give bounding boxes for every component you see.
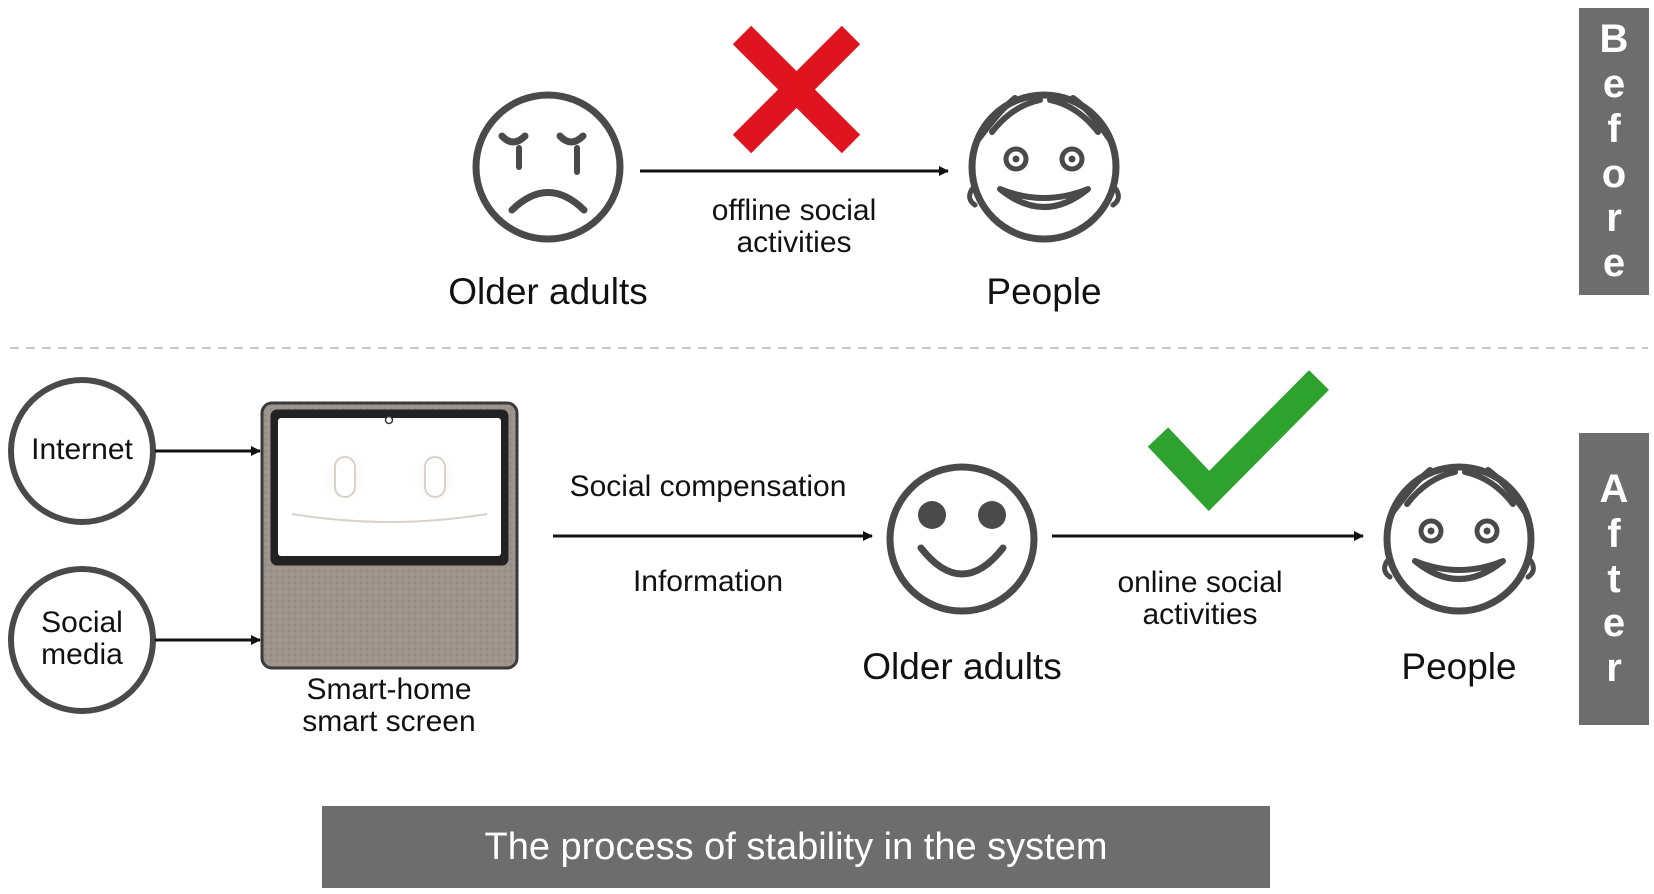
tab-letter: r: [1606, 646, 1622, 691]
after-edge-label: online social activities: [1050, 567, 1350, 630]
check-icon: [1147, 370, 1329, 512]
internet-label-line: Internet: [31, 433, 133, 466]
tab-letter: B: [1599, 17, 1629, 62]
social-media-label-line: Social: [41, 606, 123, 639]
tab-letter: r: [1606, 196, 1622, 241]
cross-icon: [732, 25, 861, 154]
after-middle-label: Older adults: [862, 646, 1062, 687]
social-media-label-line: media: [41, 637, 123, 671]
tab-letter: f: [1607, 511, 1621, 556]
tab-letter: e: [1602, 601, 1626, 646]
after-edge-label-line: online social: [1117, 566, 1283, 599]
tab-letter: o: [1601, 151, 1627, 196]
tab-letter: e: [1602, 61, 1626, 106]
before-edge-label-line: offline social: [711, 194, 877, 227]
compensation-label: Social compensation: [569, 470, 847, 503]
happy-face-icon: [886, 463, 1038, 615]
tab-letter: t: [1607, 556, 1621, 601]
before-target-label: People: [986, 271, 1102, 312]
before-source-label: Older adults: [448, 271, 648, 312]
after-target-label: People: [1401, 646, 1517, 687]
internet-node: [8, 377, 156, 525]
internet-label: Internet: [2, 434, 162, 466]
device-label: Smart-home smart screen: [249, 674, 529, 737]
before-edge-label: offline social activities: [644, 195, 944, 258]
smart-screen-icon: [260, 401, 519, 670]
people-face-icon: [967, 91, 1121, 243]
device-label-line: smart screen: [302, 704, 476, 738]
sad-face-icon: [472, 91, 624, 243]
people-face-icon: [1382, 463, 1536, 615]
footer-title: The process of stability in the system: [322, 806, 1270, 888]
before-edge-label-line: activities: [736, 225, 852, 259]
tab-letter: e: [1602, 241, 1626, 286]
tab-letter: A: [1599, 467, 1629, 511]
tab-letter: f: [1607, 106, 1621, 151]
after-edge-label-line: activities: [1142, 597, 1258, 631]
social-media-node: [8, 566, 156, 714]
social-media-label: Social media: [2, 607, 162, 670]
information-label: Information: [632, 565, 784, 598]
device-label-line: Smart-home: [306, 673, 472, 706]
